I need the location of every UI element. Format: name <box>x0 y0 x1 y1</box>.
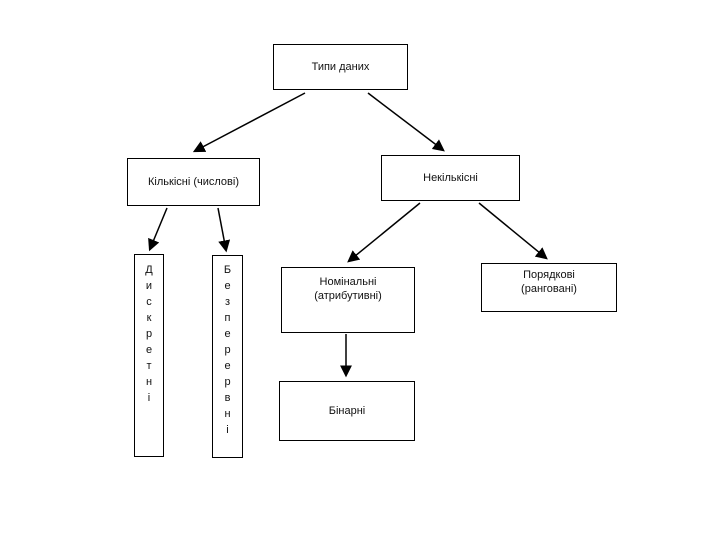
node-quantitative: Кількісні (числові) <box>127 158 260 206</box>
node-ordinal-label: Порядкові (ранговані) <box>521 269 577 295</box>
node-nominal-label: Номінальні (атрибутивні) <box>314 276 382 302</box>
node-types-of-data: Типи даних <box>273 44 408 90</box>
node-nonquantitative: Некількісні <box>381 155 520 201</box>
node-binary-label: Бінарні <box>328 405 366 417</box>
node-types-of-data-label: Типи даних <box>311 61 370 73</box>
edge-root-quantitative <box>192 92 306 153</box>
node-nonquantitative-label: Некількісні <box>423 172 478 184</box>
edge-quantitative-continuous <box>217 207 231 253</box>
node-binary: Бінарні <box>279 381 415 441</box>
edge-nonquantitative-nominal <box>347 202 421 263</box>
edge-nonquantitative-ordinal <box>478 202 548 260</box>
node-nominal: Номінальні (атрибутивні) <box>281 267 415 333</box>
edge-quantitative-discrete <box>148 207 168 252</box>
node-quantitative-label: Кількісні (числові) <box>148 176 239 188</box>
node-ordinal: Порядкові (ранговані) <box>481 263 617 312</box>
node-discrete: Д и с к р е т н і <box>134 254 164 457</box>
edge-root-nonquantitative <box>367 92 445 152</box>
node-continuous: Б е з п е р е р в н і <box>212 255 243 458</box>
node-continuous-label: Б е з п е р е р в н і <box>223 264 232 436</box>
node-discrete-label: Д и с к р е т н і <box>145 264 153 404</box>
